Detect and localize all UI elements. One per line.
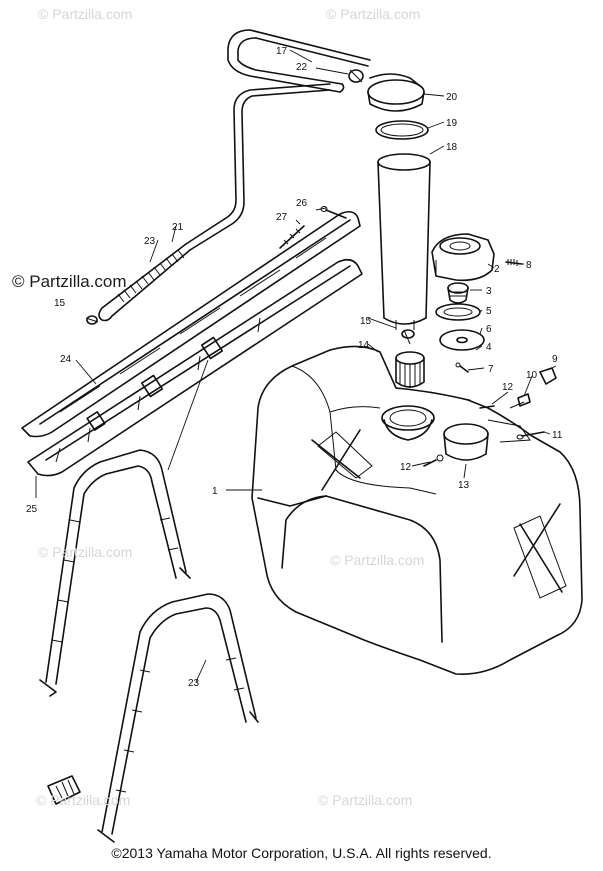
part-5-gasket bbox=[435, 303, 481, 321]
watermark: © Partzilla.com bbox=[38, 6, 133, 22]
part-27-bolt bbox=[279, 225, 305, 249]
part-3-valve bbox=[447, 282, 469, 304]
part-10-clip bbox=[509, 393, 531, 409]
callout-15-upper: 15 bbox=[360, 316, 372, 327]
part-9-clip bbox=[539, 367, 557, 385]
callout-11: 11 bbox=[552, 430, 563, 441]
part-7-pin bbox=[455, 362, 469, 373]
callout-9: 9 bbox=[552, 354, 558, 365]
callout-13: 13 bbox=[458, 480, 470, 491]
watermark: © Partzilla.com bbox=[318, 792, 413, 808]
callout-14: 14 bbox=[358, 340, 370, 351]
watermark: © Partzilla.com bbox=[36, 792, 131, 808]
part-20-pipe bbox=[185, 83, 331, 251]
part-16-tube bbox=[377, 153, 431, 330]
callout-19: 17 bbox=[276, 46, 288, 57]
part-25-rail bbox=[27, 258, 363, 477]
part-23-rail bbox=[21, 210, 361, 438]
part-21-spring bbox=[98, 243, 191, 322]
callout-12-lower: 12 bbox=[400, 462, 412, 473]
watermark: © Partzilla.com bbox=[38, 544, 133, 560]
callout-23: 24 bbox=[60, 354, 72, 365]
callout-10: 10 bbox=[526, 370, 538, 381]
part-15-bolt-left bbox=[85, 315, 99, 325]
callout-3: 3 bbox=[486, 286, 492, 297]
callout-15-left: 15 bbox=[54, 298, 66, 309]
part-24-band bbox=[97, 593, 259, 843]
part-22-clamp bbox=[348, 69, 364, 83]
callout-1: 1 bbox=[212, 486, 218, 497]
callout-26: 26 bbox=[296, 198, 308, 209]
callout-16: 18 bbox=[446, 142, 458, 153]
part-6-washer bbox=[439, 329, 485, 351]
watermark-main: © Partzilla.com bbox=[12, 272, 127, 291]
callout-24: 23 bbox=[188, 678, 200, 689]
callout-27: 27 bbox=[276, 212, 288, 223]
callout-18: 20 bbox=[446, 92, 458, 103]
callout-20: 21 bbox=[172, 222, 184, 233]
part-15-bolt-upper bbox=[401, 329, 415, 345]
part-8-screw bbox=[505, 259, 523, 266]
callout-4: 4 bbox=[486, 342, 492, 353]
part-2-housing bbox=[431, 233, 495, 282]
callout-7: 7 bbox=[488, 364, 494, 375]
callout-22: 22 bbox=[296, 62, 308, 73]
part-17-oring bbox=[375, 120, 429, 140]
watermark: © Partzilla.com bbox=[330, 552, 425, 568]
callout-2: 2 bbox=[494, 264, 500, 275]
watermark: © Partzilla.com bbox=[326, 6, 421, 22]
callout-6: 6 bbox=[486, 324, 492, 335]
part-19-hose bbox=[227, 29, 371, 93]
callout-5: 5 bbox=[486, 306, 492, 317]
part-18-cap bbox=[367, 73, 425, 112]
leader-lines bbox=[35, 49, 557, 683]
tank-band-upper bbox=[39, 449, 191, 697]
part-11-bolt bbox=[516, 431, 545, 440]
part-14-strainer bbox=[395, 351, 425, 388]
copyright-notice: ©2013 Yamaha Motor Corporation, U.S.A. A… bbox=[111, 845, 492, 861]
callout-17: 19 bbox=[446, 118, 458, 129]
rubber-pad bbox=[47, 775, 81, 805]
part-1-fuel-tank bbox=[251, 345, 583, 676]
callout-labels: 17 22 20 19 18 26 27 21 23 2 8 3 15 5 15… bbox=[26, 46, 563, 689]
callout-21: 23 bbox=[144, 236, 156, 247]
part-12-bolts bbox=[423, 405, 495, 467]
callout-12-upper: 12 bbox=[502, 382, 514, 393]
callout-8: 8 bbox=[526, 260, 532, 271]
callout-25: 25 bbox=[26, 504, 38, 515]
